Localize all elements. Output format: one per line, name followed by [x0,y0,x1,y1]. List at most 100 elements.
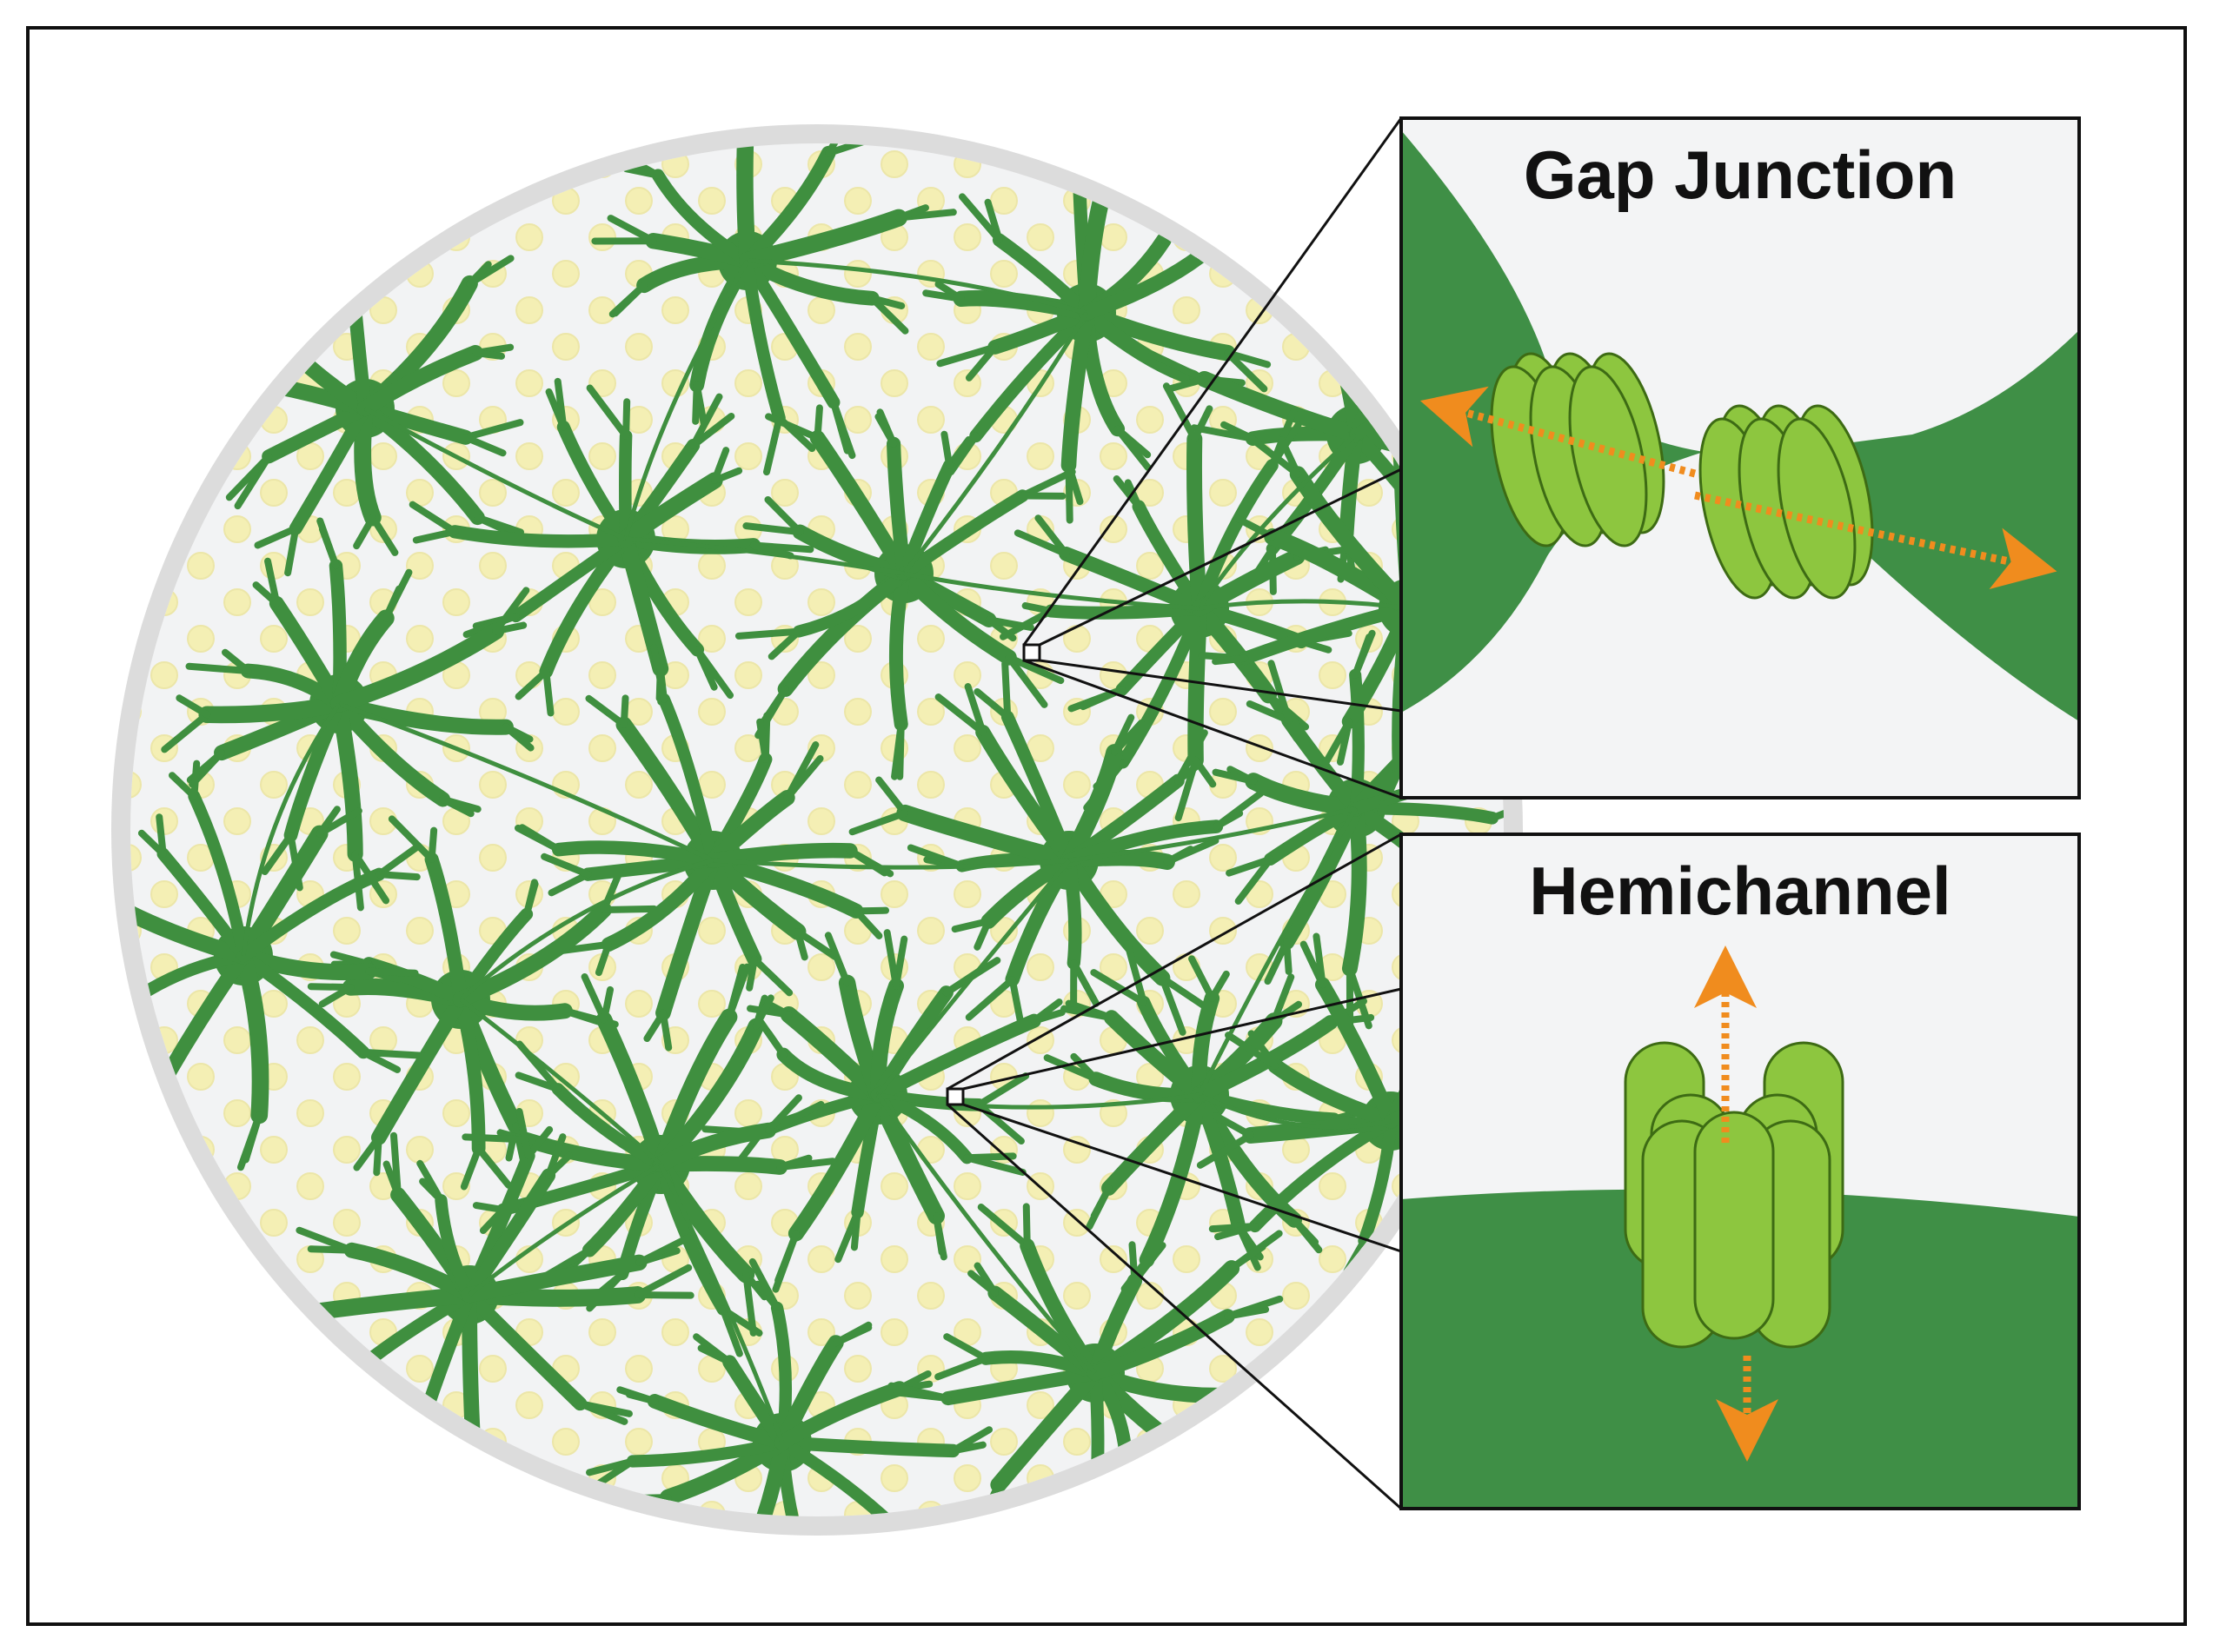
astrocyte-branch [984,198,1003,244]
astrocyte-branch [965,343,999,381]
astrocyte-branch [1087,1537,1093,1570]
astrocyte-process [897,459,956,581]
astrocyte-branch [542,667,555,717]
astrocyte-branch [1331,289,1355,341]
astrocyte-branch [1220,421,1257,442]
astrocyte-branch [1191,405,1213,443]
astrocyte-process [581,1157,668,1257]
astrocyte-branch [1100,143,1123,195]
callout-line-hc-mid [962,987,1402,1091]
astrocyte-process [1349,668,1365,815]
astrocyte-branch [176,694,211,719]
astrocyte-process [1248,1114,1398,1233]
astrocyte-process [619,429,633,546]
astrocyte-process [1314,977,1399,1129]
astrocyte-process [551,1083,668,1171]
astrocyte-branch [248,318,291,350]
astrocyte-process [1137,995,1206,1102]
astrocyte-branch [525,1125,554,1160]
hemichannel-panel-border [1399,833,2081,1510]
astrocyte-process [130,881,252,965]
astrocyte-branch [692,381,701,425]
astrocyte-branch [400,1408,430,1442]
astrocyte-process [1196,370,1365,443]
astrocyte-branch [934,1355,990,1381]
astrocyte-branch [974,918,993,951]
astrocyte-branch [776,1154,813,1171]
astrocyte-connection [625,536,905,576]
zoom-source-box-hemichannel [946,1087,965,1106]
astrocyte-process [1060,852,1171,986]
astrocyte-branch [600,866,624,913]
astrocyte-process [617,472,723,547]
astrocyte-process [1115,601,1206,696]
astrocyte-branch [222,648,252,675]
astrocyte-branch [1246,700,1293,725]
astrocyte-process [462,1288,588,1411]
astrocyte-branch [718,81,746,131]
astrocyte-process [1062,853,1082,970]
astrocyte-branch [353,1133,382,1171]
astrocyte-process [236,867,386,963]
astrocyte-branch [462,434,507,457]
astrocyte-cell-icon [848,660,1265,1036]
astrocyte-branch [329,951,373,968]
astrocyte-branch [576,1400,628,1425]
astrocyte-branch [1163,837,1219,866]
astrocyte-branch [762,415,783,476]
astrocyte-branch [33,890,88,892]
astrocyte-cell-icon [252,1107,694,1488]
astrocyte-branch [515,667,550,700]
astrocyte-branch [802,1554,830,1588]
hemichannel-channel [1624,1041,1844,1349]
astrocyte-connection [363,406,627,541]
astrocyte-cell-icon [33,760,427,1171]
astrocyte-branch [515,824,562,853]
astrocyte-branch [515,1071,562,1093]
astrocyte-process [1086,1366,1105,1516]
astrocyte-connection [877,1092,1200,1110]
astrocyte-branch [1270,973,1295,1025]
astrocyte-branch [689,393,723,449]
astrocyte-process [330,609,395,713]
astrocyte-branch [607,215,657,245]
astrocyte-branch [1188,955,1216,1002]
astrocyte-process [741,254,786,425]
astrocyte-branch [748,1558,757,1604]
astrocyte-branch [365,967,419,977]
astrocyte-branch [252,1310,308,1337]
astrocyte-process [869,1086,945,1225]
astrocyte-connection [1068,806,1357,863]
astrocyte-branch [458,1451,478,1486]
astrocyte-branch [1049,143,1082,158]
astrocyte-process [269,595,347,712]
astrocyte-branch [137,829,167,858]
astrocyte-process [357,401,485,526]
astrocyte-branch [460,1144,482,1191]
astrocyte-branch [620,694,629,728]
astrocyte-branch [598,1270,627,1295]
astrocyte-process [895,565,1017,666]
callout-line-gj-mid [1039,468,1402,647]
gap-junction-panel: Gap Junction [1399,116,2081,799]
astrocyte-branch [263,1310,308,1348]
astrocyte-process [705,853,864,919]
astrocyte-connection [1198,1092,1392,1130]
astrocyte-branch [1043,1054,1100,1083]
tissue-circle [33,81,1523,1604]
astrocyte-branch [634,1264,693,1299]
astrocyte-branch [746,955,758,992]
astrocyte-process [362,957,469,1007]
astrocyte-branch [581,973,608,1024]
astrocyte-branch [1291,1216,1319,1246]
gap-junction-panel-border [1399,116,2081,799]
astrocyte-branch [765,413,821,441]
astrocyte-branch [1013,529,1070,558]
astrocyte-process [289,401,372,535]
astrocyte-process [509,532,633,623]
astrocyte-branch [190,760,201,800]
astrocyte-process [356,344,484,417]
astrocyte-branch [765,1094,802,1134]
astrocyte-connection [903,571,1200,611]
